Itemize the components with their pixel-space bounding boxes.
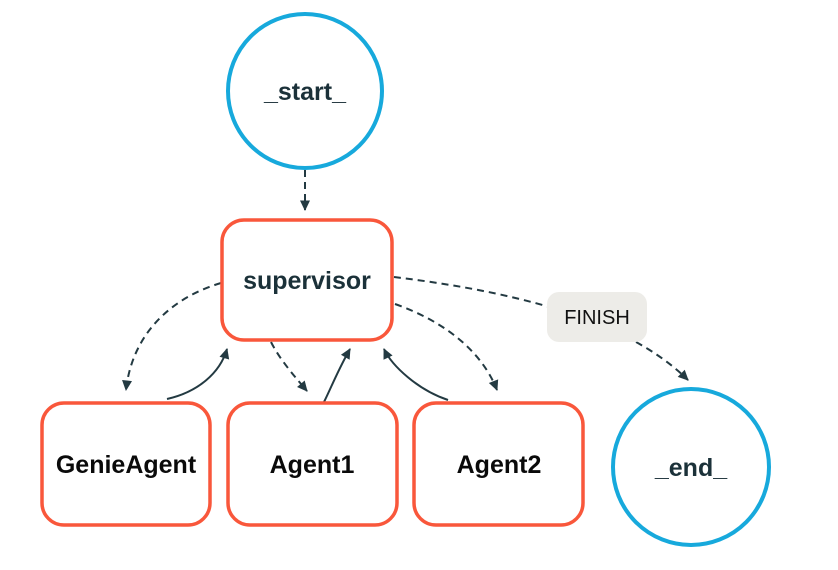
edge-supervisor-to-genieagent [122, 282, 222, 391]
finish-edge-label: FINISH [547, 292, 647, 342]
edge-agent2-to-supervisor [383, 348, 449, 401]
edge-supervisor-to-agent1 [270, 341, 308, 392]
edges [122, 170, 689, 403]
end-node: _end_ [611, 387, 771, 547]
agent1-node-label: Agent1 [270, 451, 355, 479]
genieagent-node-label: GenieAgent [56, 451, 197, 479]
agent1-node: Agent1 [226, 401, 399, 527]
edge-supervisor-to-agent2 [394, 303, 499, 391]
start-node: _start_ [226, 12, 384, 170]
finish-label-text: FINISH [564, 307, 630, 329]
genieagent-node-box [40, 401, 212, 527]
edge-agent1-to-supervisor [323, 348, 351, 403]
agent1-node-box [226, 401, 399, 527]
supervisor-node: supervisor [220, 218, 394, 342]
edge-supervisor-to-end [393, 276, 689, 381]
supervisor-node-box [220, 218, 394, 342]
start-node-label: _start_ [263, 78, 347, 106]
edge-genieagent-to-supervisor [166, 348, 230, 400]
supervisor-node-label: supervisor [243, 267, 371, 295]
agent2-node-box [412, 401, 585, 527]
end-node-label: _end_ [654, 454, 728, 482]
genieagent-node: GenieAgent [40, 401, 212, 527]
agent2-node: Agent2 [412, 401, 585, 527]
start-node-circle [226, 12, 384, 170]
finish-label-background [547, 292, 647, 342]
end-node-circle [611, 387, 771, 547]
agent2-node-label: Agent2 [457, 451, 542, 479]
